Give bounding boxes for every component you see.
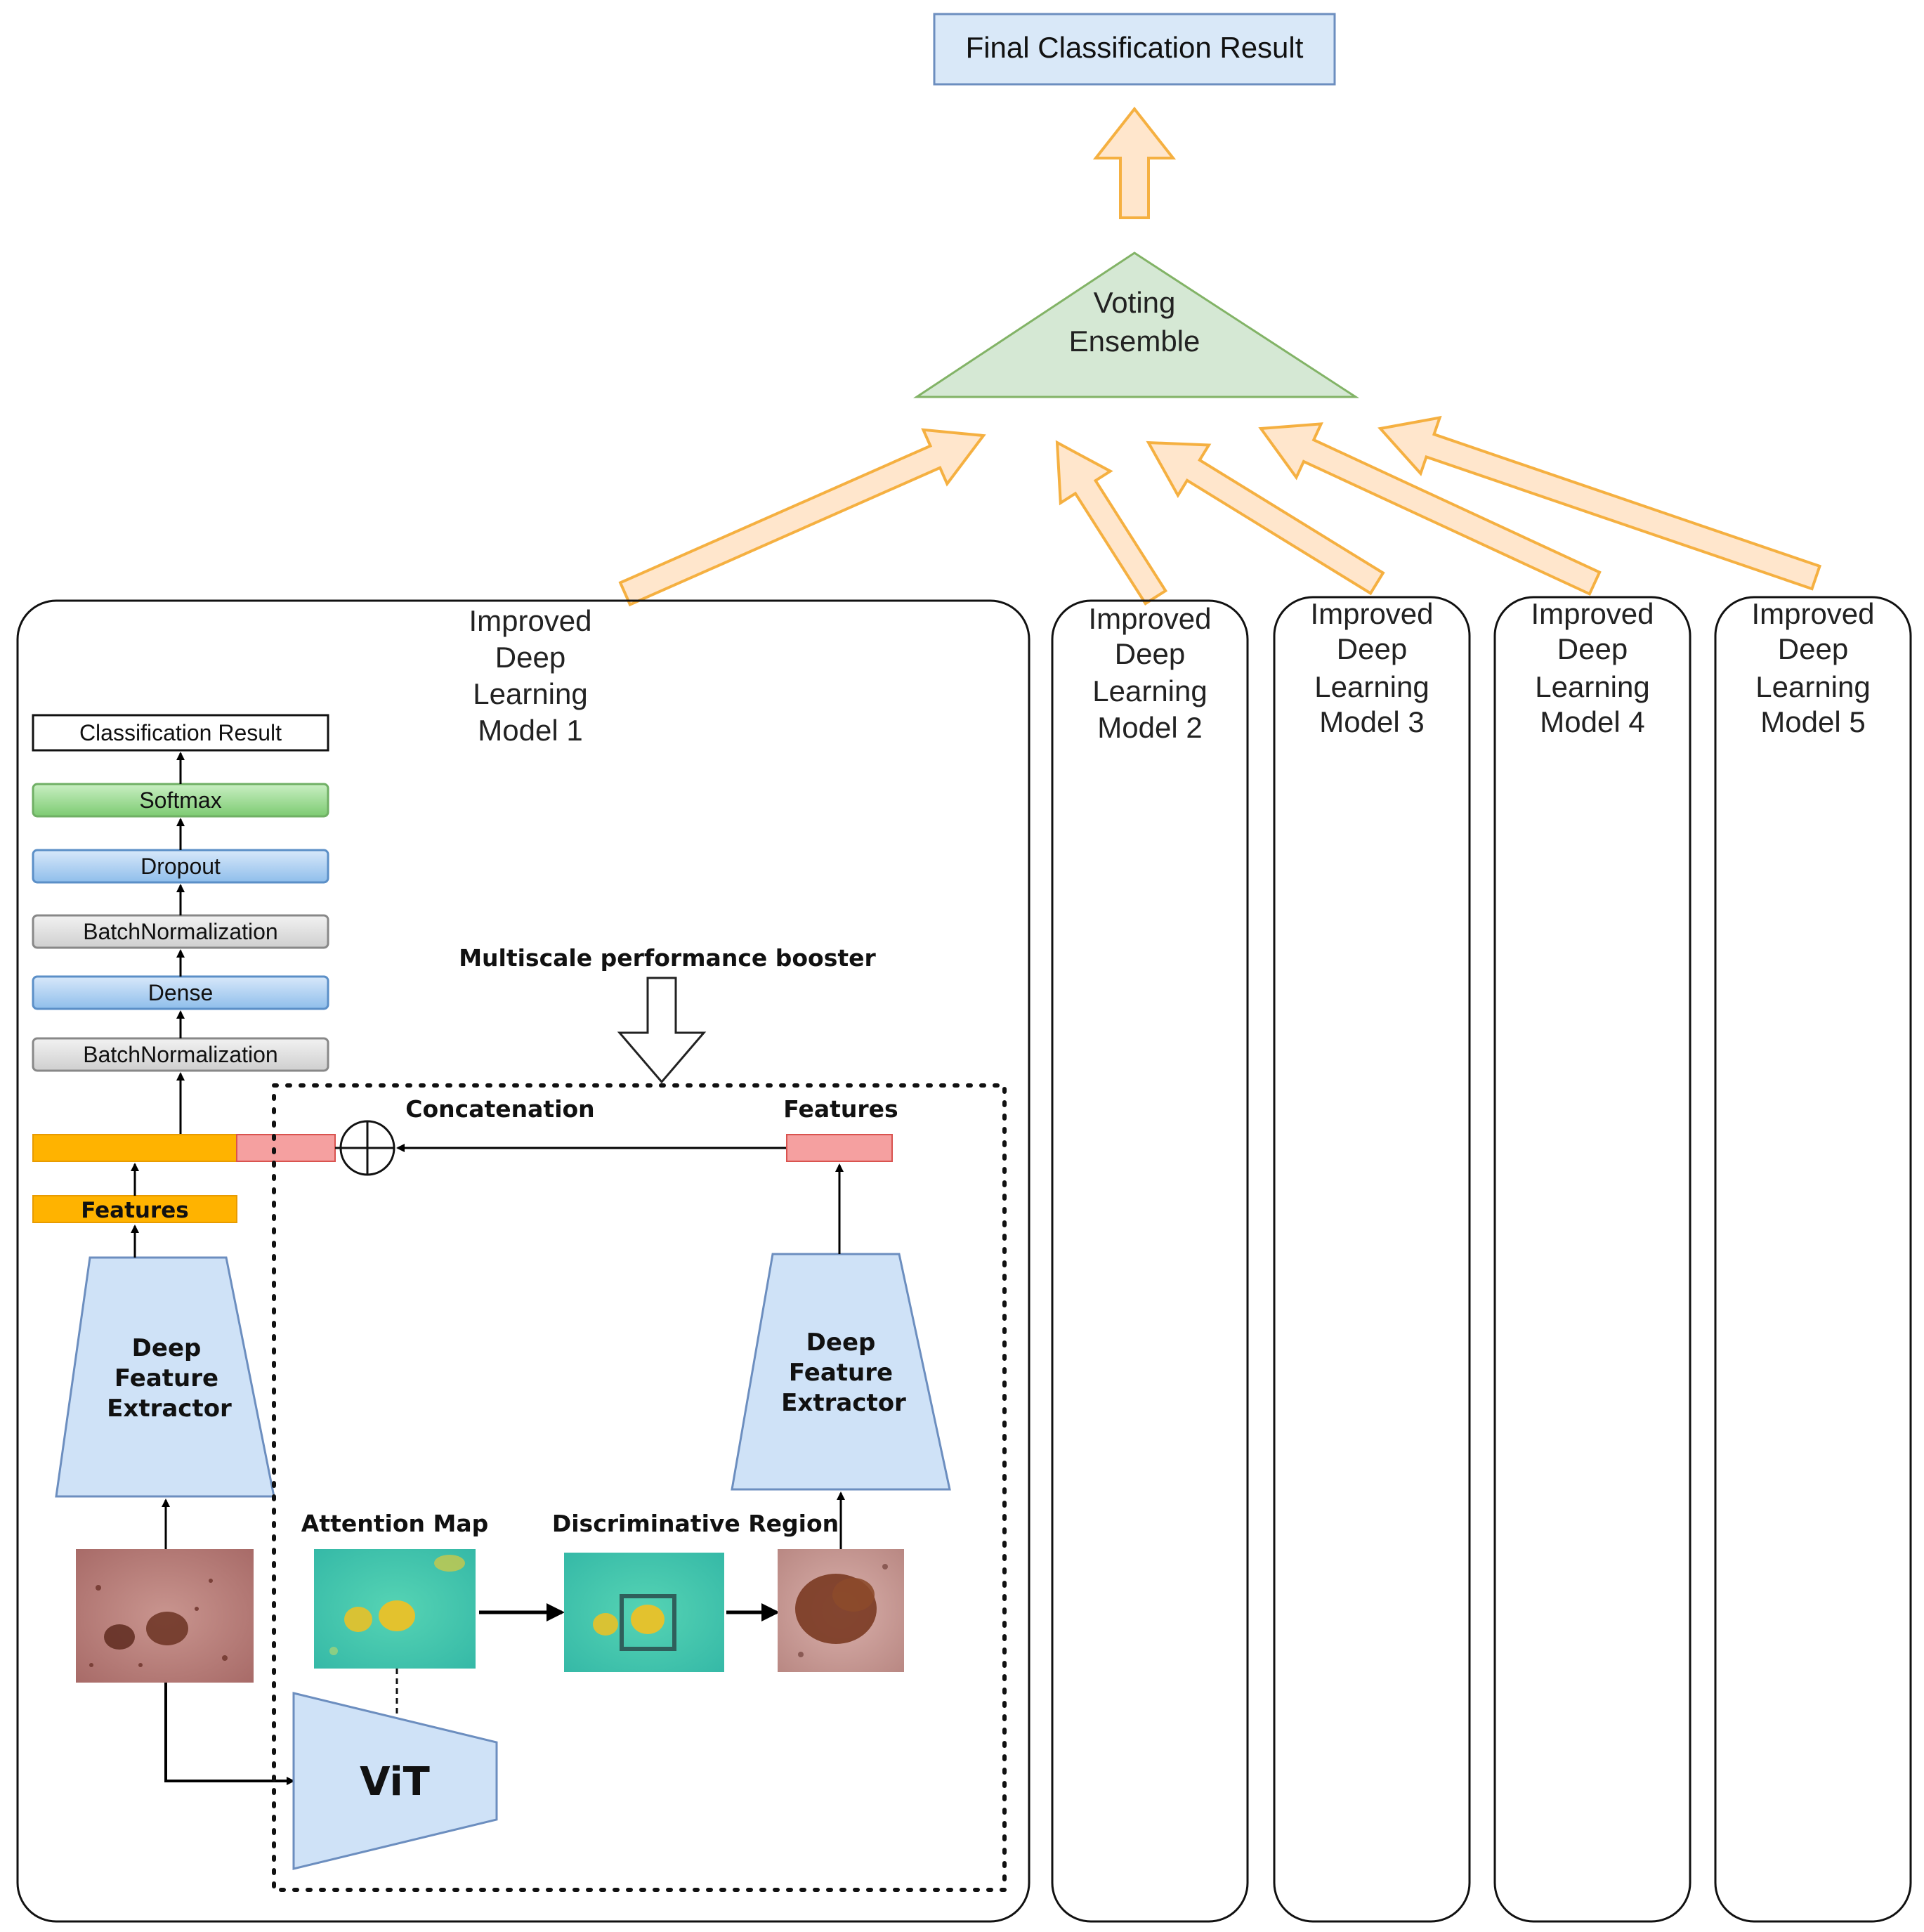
model-5-title-l4: Model 5 (1760, 705, 1865, 738)
dropout-label: Dropout (140, 854, 221, 879)
model-2-title-l2: Deep (1115, 637, 1185, 670)
model-3-container (1273, 596, 1471, 1923)
model-4-title-l3: Learning (1535, 670, 1649, 703)
attention-map-image (314, 1549, 476, 1669)
booster-dotted-region (272, 1083, 1007, 1892)
arrow-image-to-vit (164, 1683, 295, 1785)
model-3-title-l2: Deep (1337, 632, 1407, 665)
final-result-box (933, 13, 1336, 86)
model-1-container (16, 599, 1030, 1923)
model-4-to-ensemble-arrow (1258, 422, 1602, 596)
discriminative-region-image (564, 1553, 724, 1672)
ensemble-line2: Ensemble (1069, 325, 1200, 358)
final-result-label: Final Classification Result (966, 31, 1304, 64)
cropped-lesion-image (778, 1549, 904, 1672)
extractor-left-l2: Feature (114, 1364, 218, 1392)
concatenation-label: Concatenation (405, 1095, 594, 1123)
features-left-bar (32, 1195, 237, 1223)
model-5-to-ensemble-arrow (1377, 415, 1822, 591)
model-4-title-l4: Model 4 (1540, 705, 1644, 738)
model-4-title-l2: Deep (1557, 632, 1628, 665)
features-left-label: Features (81, 1198, 189, 1223)
model-3-to-ensemble-arrow (1146, 440, 1385, 596)
model-1-title-l2: Deep (495, 641, 565, 674)
model-2-title-l1: Improved (1088, 602, 1211, 635)
model-2-title-l4: Model 2 (1097, 711, 1202, 744)
model-5-container (1714, 596, 1912, 1923)
batchnorm-top-label: BatchNormalization (83, 919, 277, 944)
attention-map-label: Attention Map (301, 1510, 488, 1537)
model-2-title-l3: Learning (1092, 674, 1207, 707)
voting-ensemble-triangle (913, 252, 1360, 398)
model-5-title-l2: Deep (1778, 632, 1848, 665)
extractor-right-l1: Deep (806, 1329, 876, 1357)
model-2-container (1051, 599, 1249, 1923)
concat-orange-segment (32, 1134, 237, 1162)
features-right-label: Features (783, 1095, 898, 1123)
model-1-to-ensemble-arrow (618, 428, 986, 607)
features-right-bar (786, 1134, 893, 1162)
extractor-right-l2: Feature (789, 1359, 893, 1387)
input-lesion-image (76, 1549, 254, 1683)
softmax-label: Softmax (139, 788, 221, 813)
deep-feature-extractor-right (731, 1253, 951, 1491)
model-3-title-l1: Improved (1310, 597, 1433, 630)
model-2-to-ensemble-arrow (1055, 440, 1168, 606)
model-3-title-l3: Learning (1314, 670, 1429, 703)
ensemble-line1: Voting (1094, 286, 1176, 319)
model-arrows-group (618, 415, 1822, 607)
vit-block (292, 1692, 498, 1870)
classification-result-label: Classification Result (79, 720, 282, 745)
model-1-title-l3: Learning (473, 677, 587, 710)
classification-result-box (32, 714, 329, 752)
model-5-title-l3: Learning (1755, 670, 1870, 703)
batchnorm-bottom-label: BatchNormalization (83, 1042, 277, 1067)
vit-label: ViT (360, 1759, 430, 1805)
dense-label: Dense (148, 980, 214, 1005)
model-1-title-l1: Improved (469, 604, 591, 637)
extractor-right-l3: Extractor (781, 1389, 906, 1417)
model-4-title-l1: Improved (1531, 597, 1654, 630)
extractor-left-l3: Extractor (107, 1395, 232, 1423)
concat-pink-segment (236, 1134, 336, 1162)
discriminative-region-label: Discriminative Region (552, 1510, 839, 1537)
booster-hollow-arrow (617, 977, 707, 1084)
concat-plus-symbol (339, 1120, 395, 1176)
model-5-title-l1: Improved (1751, 597, 1874, 630)
extractor-left-l1: Deep (132, 1334, 202, 1362)
model-1-title-l4: Model 1 (478, 714, 582, 747)
model-3-title-l4: Model 3 (1319, 705, 1424, 738)
up-arrow-final (1092, 106, 1177, 219)
booster-title: Multiscale performance booster (459, 944, 876, 972)
model-4-container (1493, 596, 1691, 1923)
